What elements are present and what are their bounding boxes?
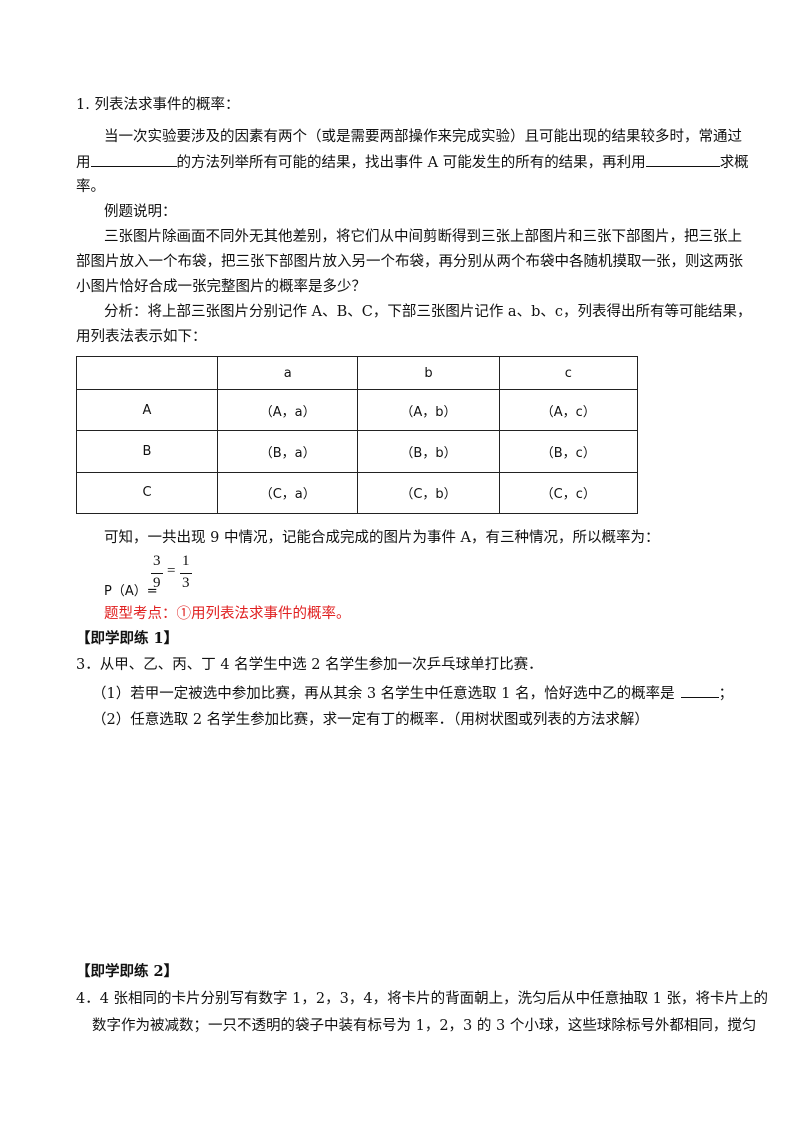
paragraph-line: 小图片恰好合成一张完整图片的概率是多少？ bbox=[76, 279, 366, 295]
fraction-denominator: 9 bbox=[153, 575, 161, 591]
table-col-header: b bbox=[357, 355, 500, 391]
table-row: C （C，a） （C，b） （C，c） bbox=[76, 471, 639, 515]
question-line: 4．4 张相同的卡片分别写有数字 1，2，3，4，将卡片的背面朝上，洗匀后从中任… bbox=[76, 991, 769, 1007]
paragraph-line: 三张图片除画面不同外无其他差别，将它们从中间剪断得到三张上部图片和三张下部图片，… bbox=[104, 229, 742, 245]
table-cell: （A，c） bbox=[498, 389, 639, 432]
table-row-header: A bbox=[76, 389, 218, 432]
table-cell: （C，c） bbox=[498, 471, 639, 515]
answer-blank bbox=[90, 152, 177, 167]
table-cell: （B，a） bbox=[216, 430, 359, 473]
paragraph-line: 率。 bbox=[76, 179, 105, 195]
question-line: 数字作为被减数；一只不透明的袋子中装有标号为 1，2，3 的 3 个小球，这些球… bbox=[92, 1018, 757, 1034]
answer-blank bbox=[645, 152, 720, 167]
table-header-row: a b c bbox=[76, 355, 639, 391]
table-row: B （B，a） （B，b） （B，c） bbox=[76, 430, 639, 473]
paragraph-line: 分析：将上部三张图片分别记作 A、B、C，下部三张图片记作 a、b、c，列表得出… bbox=[104, 304, 752, 320]
paragraph-line: 当一次实验要涉及的因素有两个（或是需要两部操作来完成实验）且可能出现的结果较多时… bbox=[104, 129, 742, 145]
fraction-numerator: 1 bbox=[182, 553, 190, 569]
table-cell: （B，b） bbox=[357, 430, 500, 473]
table-row: A （A，a） （A，b） （A，c） bbox=[76, 389, 639, 432]
table-col-header: c bbox=[498, 355, 639, 391]
text-run: 用 bbox=[76, 155, 91, 171]
paragraph-line: 用列表法表示如下： bbox=[76, 329, 207, 345]
section-heading: 1. 列表法求事件的概率： bbox=[76, 97, 240, 113]
table-cell: （B，c） bbox=[498, 430, 639, 473]
example-label: 例题说明： bbox=[104, 204, 177, 220]
paragraph-line: 部图片放入一个布袋，把三张下部图片放入另一个布袋，再分别从两个布袋中各随机摸取一… bbox=[76, 254, 743, 270]
text-run: （1）若甲一定被选中参加比赛，再从其余 3 名学生中任意选取 1 名，恰好选中乙… bbox=[92, 686, 675, 702]
fraction-numerator: 3 bbox=[153, 553, 161, 569]
text-run: 的方法列举所有可能的结果，找出事件 A 可能发生的所有的结果，再利用 bbox=[176, 155, 646, 171]
key-point: 题型考点：①用列表法求事件的概率。 bbox=[104, 606, 351, 622]
formula-lhs: P（A）= bbox=[104, 584, 158, 599]
answer-blank bbox=[680, 683, 719, 698]
table-row-header: B bbox=[76, 430, 218, 473]
practice-title: 【即学即练 1】 bbox=[76, 630, 179, 647]
practice-title: 【即学即练 2】 bbox=[76, 963, 179, 980]
text-run: ； bbox=[718, 686, 734, 702]
fraction-bar bbox=[180, 573, 192, 574]
question-line: （1）若甲一定被选中参加比赛，再从其余 3 名学生中任意选取 1 名，恰好选中乙… bbox=[92, 683, 733, 704]
table-cell: （A，b） bbox=[357, 389, 500, 432]
fraction-bar bbox=[151, 573, 163, 574]
question-line: 3．从甲、乙、丙、丁 4 名学生中选 2 名学生参加一次乒乓球单打比赛． bbox=[76, 657, 543, 673]
conclusion-line: 可知，一共出现 9 中情况，记能合成完成的图片为事件 A，有三种情况，所以概率为… bbox=[104, 530, 660, 546]
fraction-denominator: 3 bbox=[182, 575, 190, 591]
table-row-header: C bbox=[76, 471, 218, 515]
table-cell: （C，b） bbox=[357, 471, 500, 515]
outcome-table: a b c A （A，a） （A，b） （A，c） B （B，a） （B，b） … bbox=[76, 355, 639, 515]
table-corner-cell bbox=[76, 355, 218, 391]
paragraph-line: 用 的方法列举所有可能的结果，找出事件 A 可能发生的所有的结果，再利用 求概 bbox=[76, 152, 749, 173]
question-line: （2）任意选取 2 名学生参加比赛，求一定有丁的概率．（用树状图或列表的方法求解… bbox=[92, 712, 649, 728]
equals-sign: = bbox=[167, 563, 176, 579]
table-cell: （C，a） bbox=[216, 471, 359, 515]
table-cell: （A，a） bbox=[216, 389, 359, 432]
text-run: 求概 bbox=[719, 155, 749, 171]
table-col-header: a bbox=[216, 355, 359, 391]
